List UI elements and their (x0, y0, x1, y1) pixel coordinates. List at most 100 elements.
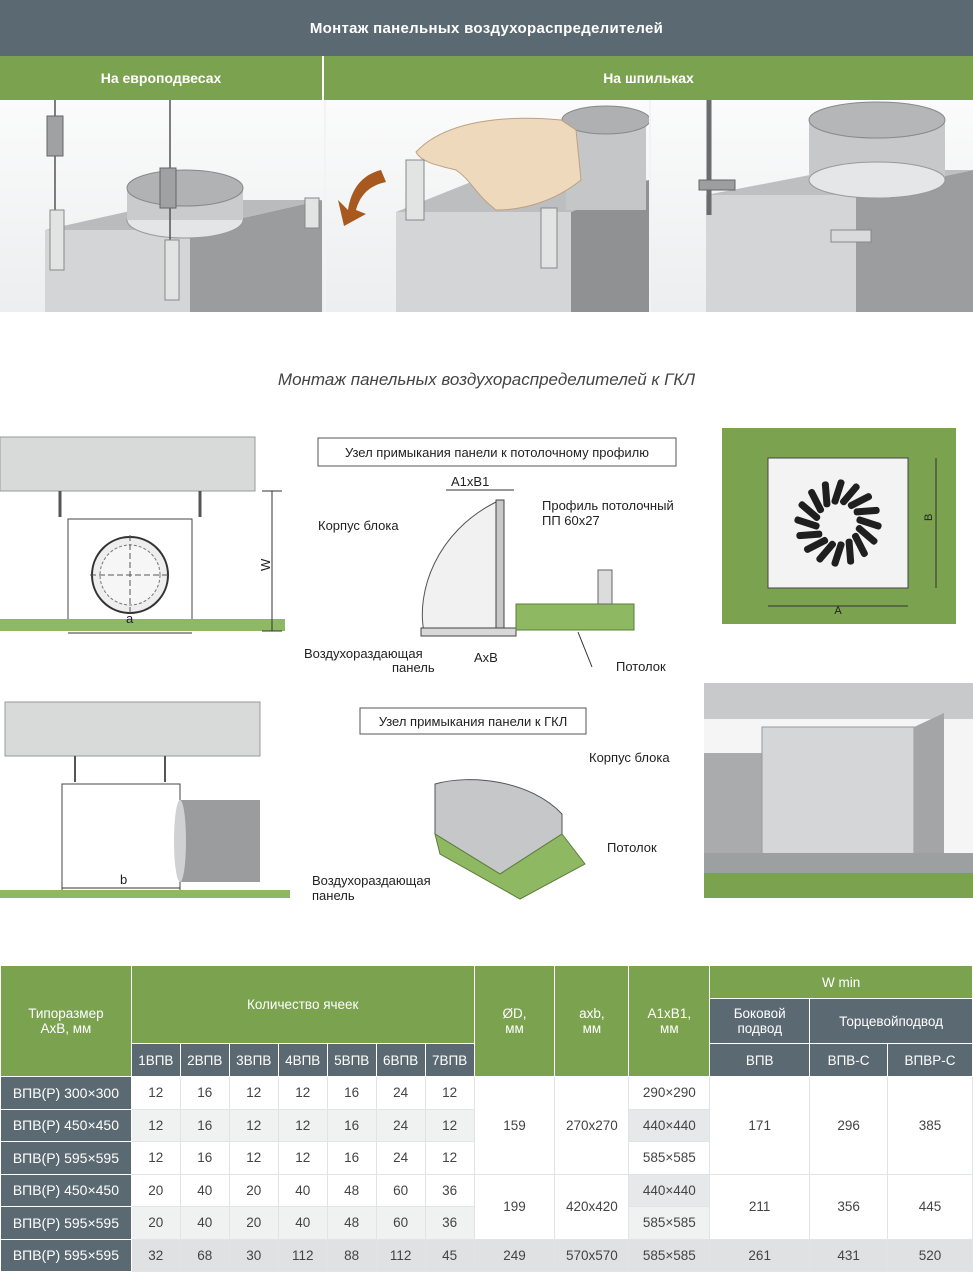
photo-stud-hand (326, 100, 649, 312)
grille-blade (856, 516, 882, 530)
cell-wmin: 520 (887, 1238, 973, 1272)
cell-count: 48 (326, 1173, 377, 1207)
dimension-b: b (120, 872, 127, 887)
grille-blade (816, 540, 837, 563)
diagram-node-gkl: Узел примыкания панели к ГКЛ Корпус блок… (300, 704, 710, 904)
cell-count: 40 (179, 1173, 230, 1207)
cell-count: 88 (326, 1238, 377, 1272)
cell-count: 24 (375, 1141, 426, 1175)
grille-blade (847, 493, 873, 510)
th-cell-col: 7ВПВ (424, 1043, 475, 1077)
euro-hanger-illustration (45, 100, 322, 312)
cell-count: 32 (130, 1238, 181, 1272)
diagram-panel-face: A B (722, 428, 956, 624)
cell-count: 60 (375, 1206, 426, 1240)
cell-a1b1: 585×585 (628, 1238, 711, 1272)
cell-d: 249 (473, 1238, 556, 1272)
cell-count: 20 (130, 1173, 181, 1207)
th-cell-col: 1ВПВ (130, 1043, 181, 1077)
cell-a1b1: 440×440 (628, 1108, 711, 1142)
cell-a1b1: 585×585 (628, 1206, 711, 1240)
node2-panel-line1: Воздухораздающая (312, 873, 431, 888)
stud-mount-illustration (698, 100, 973, 312)
cell-count: 16 (179, 1076, 230, 1110)
grille-blade (839, 483, 860, 506)
tab-studs-label: На шпильках (603, 70, 694, 86)
th-cell-col: 6ВПВ (375, 1043, 426, 1077)
cell-wmin: 296 (809, 1076, 889, 1175)
cell-a1b1: 290×290 (628, 1076, 711, 1110)
node1-axb-label: AxB (474, 650, 498, 665)
cell-count: 12 (130, 1108, 181, 1142)
cell-count: 36 (424, 1173, 475, 1207)
grille-blade (798, 501, 821, 522)
cell-count: 36 (424, 1206, 475, 1240)
cell-count: 112 (277, 1238, 328, 1272)
th-d: ØD,мм (473, 965, 556, 1077)
cell-count: 12 (228, 1108, 279, 1142)
cell-wmin: 356 (809, 1173, 889, 1240)
cell-a1b1: 585×585 (628, 1141, 711, 1175)
cell-wmin: 445 (887, 1173, 973, 1240)
th-end: Торцевойподвод (809, 998, 973, 1044)
gkl-section-title: Монтаж панельных воздухораспределителей … (277, 370, 696, 389)
node2-ceiling-label: Потолок (607, 840, 657, 855)
tab-studs: На шпильках (324, 56, 973, 100)
cell-count: 112 (375, 1238, 426, 1272)
cell-a1b1: 440×440 (628, 1173, 711, 1207)
cell-count: 24 (375, 1076, 426, 1110)
swirl-grille-icon (794, 479, 882, 567)
cell-count: 45 (424, 1238, 475, 1272)
th-w-col: ВПВР-С (887, 1043, 973, 1077)
cell-count: 20 (228, 1173, 279, 1207)
cell-count: 16 (326, 1108, 377, 1142)
cell-count: 12 (424, 1108, 475, 1142)
cell-count: 68 (179, 1238, 230, 1272)
cell-count: 20 (130, 1206, 181, 1240)
th-cell-col: 5ВПВ (326, 1043, 377, 1077)
grille-blade (794, 516, 820, 530)
cell-count: 24 (375, 1108, 426, 1142)
cell-count: 16 (326, 1076, 377, 1110)
cell-count: 12 (277, 1141, 328, 1175)
node1-panel-line1: Воздухораздающая (304, 646, 423, 661)
header-title: Монтаж панельных воздухораспределителей (309, 19, 664, 37)
cell-count: 12 (228, 1076, 279, 1110)
cell-count: 40 (277, 1206, 328, 1240)
cell-wmin: 261 (709, 1238, 811, 1272)
node2-body-label: Корпус блока (589, 750, 670, 765)
diagram-node-profile: Узел примыкания панели к потолочному про… (296, 432, 706, 682)
cell-d: 199 (473, 1173, 556, 1240)
th-a1b1: A1xB1,мм (628, 965, 711, 1077)
cell-count: 12 (424, 1076, 475, 1110)
th-wmin: W min (709, 965, 973, 999)
tab-euro-hangers: На европодвесах (0, 56, 324, 100)
node1-ceiling-label: Потолок (616, 659, 666, 674)
row-size: ВПВ(Р) 595×595 (0, 1141, 132, 1175)
grille-blade (845, 538, 855, 565)
photo-studs (651, 100, 973, 312)
th-ab: axb,мм (554, 965, 630, 1077)
row-size: ВПВ(Р) 300×300 (0, 1076, 132, 1110)
grille-blade (821, 481, 831, 508)
node1-body-label: Корпус блока (318, 518, 399, 533)
cell-count: 16 (179, 1141, 230, 1175)
grille-blade (855, 524, 878, 545)
photo-strip (0, 100, 973, 312)
cell-ab: 420х420 (554, 1173, 630, 1240)
node1-panel-line2: панель (392, 660, 435, 675)
th-cell-col: 3ВПВ (228, 1043, 279, 1077)
hand-mount-illustration (338, 105, 649, 312)
cell-count: 12 (424, 1141, 475, 1175)
cell-count: 40 (277, 1173, 328, 1207)
grille-blade (803, 536, 829, 553)
page-header: Монтаж панельных воздухораспределителей (0, 0, 973, 56)
